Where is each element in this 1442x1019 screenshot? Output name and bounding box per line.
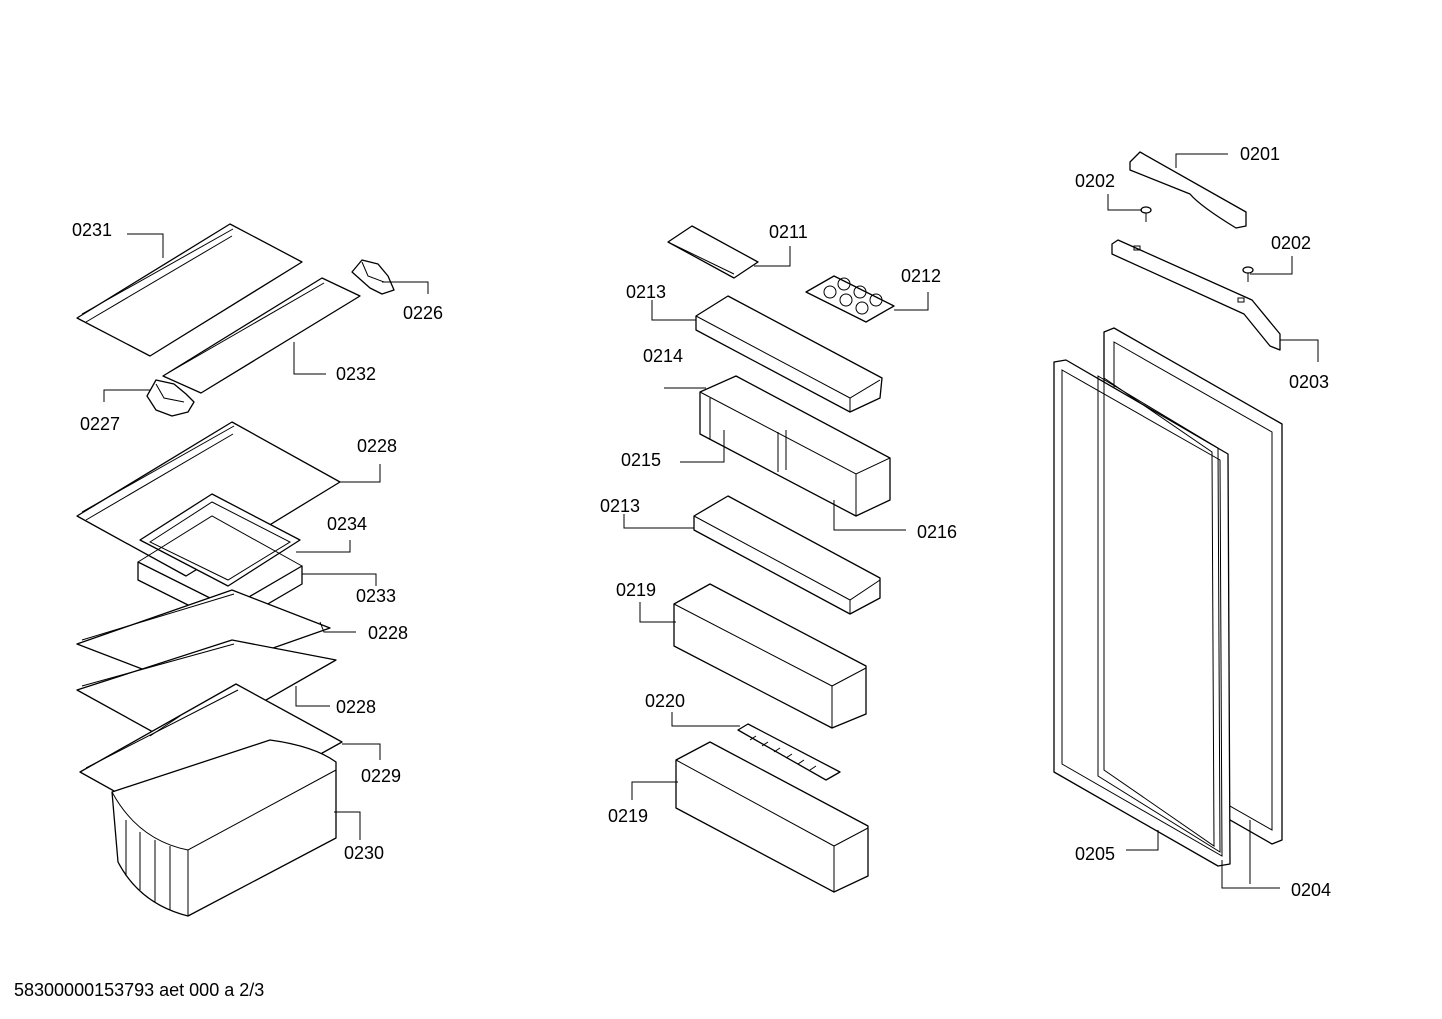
callout-0228-low: 0228 [336,697,376,717]
part-tray-0234 [139,493,301,587]
part-door-shelf-0213-mid [693,495,881,615]
callout-0228-mid: 0228 [368,623,408,643]
callout-0231: 0231 [72,220,112,240]
callout-0205: 0205 [1075,844,1115,864]
callout-0202-left: 0202 [1075,171,1115,191]
part-shelf-0231 [76,223,303,357]
callout-0220: 0220 [645,691,685,711]
part-bin-0214 [699,375,891,517]
part-screw-0202-right [1242,266,1254,282]
part-bottle-rack-0220 [737,723,841,781]
part-bin-divider-0215 [777,430,787,472]
drawing-reference-footer: 58300000153793 aet 000 a 2/3 [14,980,265,1000]
part-bottle-bin-0219-bottom [675,741,869,893]
callout-0230: 0230 [344,843,384,863]
callout-0202-right: 0202 [1271,233,1311,253]
callout-0213-top: 0213 [626,282,666,302]
callout-0204: 0204 [1291,880,1331,900]
part-screw-0202-left [1140,206,1152,222]
part-door-shelf-0213-top [695,295,883,413]
callout-0213-mid: 0213 [600,496,640,516]
part-egg-tray-0212 [805,275,895,323]
callout-0214: 0214 [643,346,683,366]
callout-0229: 0229 [361,766,401,786]
callout-0215: 0215 [621,450,661,470]
part-bracket-0226 [351,259,395,295]
part-bottle-bin-0219-top [673,583,867,729]
callout-0219-bottom: 0219 [608,806,648,826]
callout-0227: 0227 [80,414,120,434]
callout-0234: 0234 [327,514,367,534]
callout-0226: 0226 [403,303,443,323]
part-glass-shelf-0228-low [76,639,337,749]
part-shelf-strip-0232 [162,277,361,394]
callout-0212: 0212 [901,266,941,286]
callout-0201: 0201 [1240,144,1280,164]
part-handle-cap-0201 [1129,151,1247,229]
callout-0216: 0216 [917,522,957,542]
part-drawer-0230 [111,739,337,917]
part-bracket-0227 [146,379,195,417]
callout-0228-top: 0228 [357,436,397,456]
callout-0203: 0203 [1289,372,1329,392]
callout-0233: 0233 [356,586,396,606]
part-ice-tray-0211 [667,225,759,279]
callout-0219-top: 0219 [616,580,656,600]
part-door-gasket-0205 [1053,359,1231,867]
part-hinge-plate-0203 [1111,239,1281,351]
callout-0232: 0232 [336,364,376,384]
callout-0211: 0211 [769,222,808,242]
